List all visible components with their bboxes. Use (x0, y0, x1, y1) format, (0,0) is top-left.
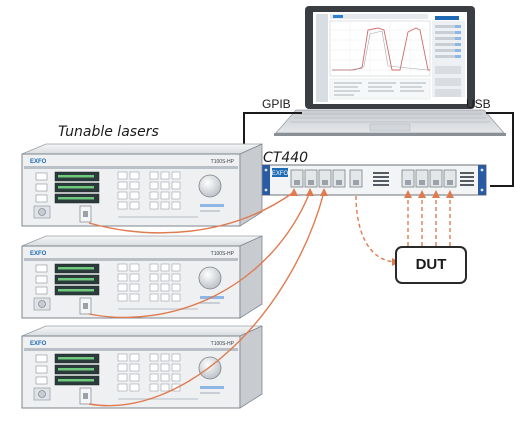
optical-fibers (88, 191, 451, 407)
tunable-lasers-label: Tunable lasers (58, 124, 159, 140)
laser-model-text: T100S-HP (211, 159, 235, 165)
fiber-laser-2 (88, 191, 311, 319)
gpib-label: GPIB (262, 97, 291, 111)
laser-model-text: T100S-HP (211, 251, 235, 257)
fiber-ct-to-dut (355, 195, 396, 263)
usb-cable (486, 112, 514, 187)
fiber-laser-1 (88, 191, 295, 234)
laser-brand-text: EXFO (30, 251, 47, 257)
usb-label: USB (466, 97, 491, 111)
ct-brand-text: EXFO (272, 171, 289, 177)
laser-brand-text: EXFO (30, 341, 47, 347)
tunable-laser-1: EXFO T100S-HP (21, 143, 263, 227)
tunable-laser-3: EXFO T100S-HP (21, 325, 263, 409)
ct440-unit: EXFO (261, 164, 487, 196)
laser-model-text: T100S-HP (211, 341, 235, 347)
tunable-laser-2: EXFO T100S-HP (21, 235, 263, 319)
laser-tuning-knob (198, 174, 222, 198)
ct440-label: CT440 (263, 150, 309, 166)
fiber-laser-3 (88, 191, 325, 407)
laser-tuning-knob (198, 266, 222, 290)
laptop (274, 6, 506, 136)
fiber-dut-returns (407, 196, 451, 246)
dut-box: DUT (395, 246, 467, 284)
tunable-lasers: EXFO T100S-HP EXFO T100S-HP EXFO T100S-HP (21, 143, 263, 409)
laser-brand-text: EXFO (30, 159, 47, 165)
